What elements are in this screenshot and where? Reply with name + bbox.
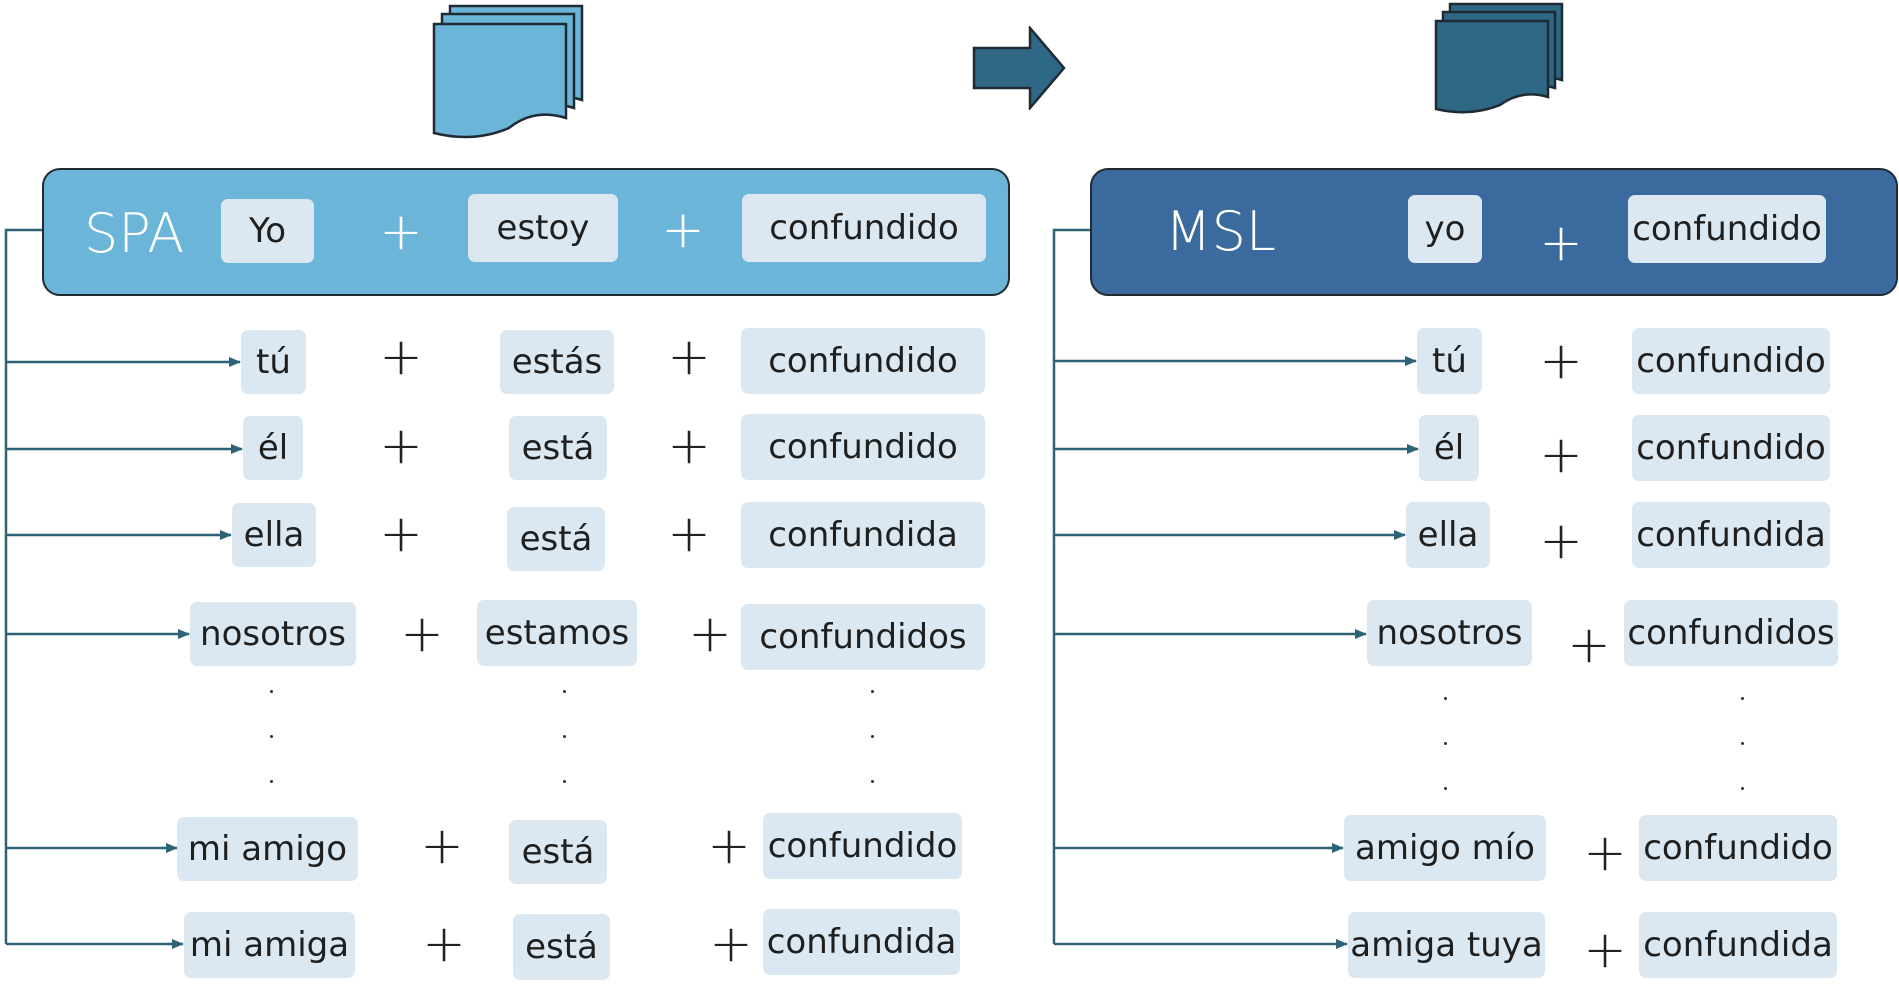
source-documents-icon <box>432 4 584 139</box>
spa-row-4-verb: estamos <box>477 600 637 666</box>
spa-row-1-pronoun: tú <box>241 330 306 394</box>
msl-row-5-adjective: confundido <box>1639 815 1837 881</box>
ellipsis-dot <box>270 735 273 738</box>
msl-row-6-pronoun: amiga tuya <box>1348 912 1545 978</box>
ellipsis-dot <box>871 780 874 783</box>
plus-sign: + <box>379 504 423 564</box>
ellipsis-dot <box>563 780 566 783</box>
spa-row-2-verb: está <box>509 416 607 480</box>
plus-sign: + <box>709 914 753 974</box>
spa-row-2-pronoun: él <box>243 416 303 480</box>
ellipsis-dot <box>270 690 273 693</box>
ellipsis-dot <box>871 690 874 693</box>
spa-header-pronoun: Yo <box>221 199 314 263</box>
plus-sign: + <box>1539 511 1583 571</box>
spa-row-5-verb: está <box>509 820 607 884</box>
spa-row-5-adjective: confundido <box>763 813 962 879</box>
plus-sign: + <box>379 416 423 476</box>
msl-row-6-adjective: confundida <box>1639 912 1837 978</box>
ellipsis-dot <box>1444 742 1447 745</box>
msl-row-2-pronoun: él <box>1419 415 1479 481</box>
plus-sign: + <box>1539 213 1583 273</box>
target-documents-icon <box>1434 2 1564 114</box>
msl-row-5-pronoun: amigo mío <box>1344 815 1546 881</box>
ellipsis-dot <box>1741 742 1744 745</box>
spa-row-3-verb: está <box>507 507 605 571</box>
spa-row-1-verb: estás <box>500 330 614 394</box>
spa-row-6-verb: está <box>513 914 610 980</box>
plus-sign: + <box>1583 823 1627 883</box>
ellipsis-dot <box>1741 787 1744 790</box>
plus-sign: + <box>667 327 711 387</box>
msl-row-4-pronoun: nosotros <box>1367 600 1532 666</box>
ellipsis-dot <box>1444 787 1447 790</box>
msl-row-4-adjective: confundidos <box>1624 600 1838 666</box>
plus-sign: + <box>400 604 444 664</box>
plus-sign: + <box>422 914 466 974</box>
spa-row-4-adjective: confundidos <box>741 604 985 670</box>
msl-row-1-adjective: confundido <box>1632 328 1830 394</box>
arrow-right-icon <box>972 26 1066 110</box>
spa-row-1-adjective: confundido <box>741 328 985 394</box>
ellipsis-dot <box>1741 697 1744 700</box>
msl-row-3-pronoun: ella <box>1406 502 1490 568</box>
plus-sign: + <box>667 504 711 564</box>
msl-row-2-adjective: confundido <box>1632 415 1830 481</box>
msl-label: MSL <box>1165 200 1276 263</box>
ellipsis-dot <box>563 735 566 738</box>
msl-row-1-pronoun: tú <box>1417 328 1482 394</box>
spa-header-verb: estoy <box>468 194 618 262</box>
ellipsis-dot <box>871 735 874 738</box>
spa-row-5-pronoun: mi amigo <box>177 817 358 881</box>
spa-label: SPA <box>84 202 185 265</box>
spa-row-3-pronoun: ella <box>232 503 316 567</box>
msl-row-3-adjective: confundida <box>1632 502 1830 568</box>
plus-sign: + <box>667 416 711 476</box>
plus-sign: + <box>661 200 705 260</box>
spa-row-2-adjective: confundido <box>741 414 985 480</box>
spa-row-3-adjective: confundida <box>741 502 985 568</box>
spa-header-adjective: confundido <box>742 194 986 262</box>
msl-header-pronoun: yo <box>1408 195 1482 263</box>
spa-row-4-pronoun: nosotros <box>190 602 356 666</box>
plus-sign: + <box>1583 920 1627 980</box>
msl-header-adjective: confundido <box>1628 195 1826 263</box>
plus-sign: + <box>1539 425 1583 485</box>
plus-sign: + <box>707 816 751 876</box>
spa-row-6-pronoun: mi amiga <box>184 912 355 978</box>
plus-sign: + <box>420 816 464 876</box>
spa-row-6-adjective: confundida <box>763 909 960 975</box>
plus-sign: + <box>1567 615 1611 675</box>
ellipsis-dot <box>270 780 273 783</box>
plus-sign: + <box>379 202 423 262</box>
plus-sign: + <box>688 604 732 664</box>
plus-sign: + <box>1539 331 1583 391</box>
plus-sign: + <box>379 327 423 387</box>
ellipsis-dot <box>1444 697 1447 700</box>
ellipsis-dot <box>563 690 566 693</box>
